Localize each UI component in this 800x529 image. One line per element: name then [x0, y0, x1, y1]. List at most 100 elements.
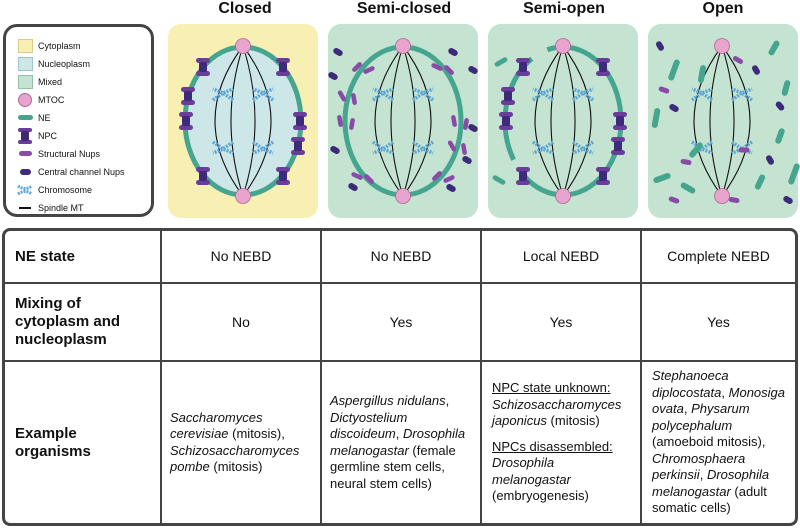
- npc: [611, 137, 625, 155]
- row-header-ne-state: NE state: [15, 247, 76, 265]
- species-name: Monosiga ovata: [652, 384, 786, 417]
- ne-fragment: [697, 65, 707, 83]
- npc: [596, 167, 610, 185]
- spindle-line-icon: [17, 200, 33, 216]
- context-text: (embryogenesis): [492, 488, 589, 504]
- legend-item-structural-nups: Structural Nups: [17, 145, 100, 162]
- nuclear-envelope: [342, 44, 464, 198]
- cell-organisms-semi-closed: Aspergillus nidulans, Dictyostelium disc…: [322, 362, 480, 523]
- chromosome-arm: [730, 87, 746, 102]
- cytoplasm-swatch-icon: [17, 38, 33, 54]
- legend-label: Nucleoplasm: [38, 58, 91, 69]
- npc: [516, 167, 530, 185]
- mtoc: [555, 38, 571, 54]
- comparison-table: NE state No NEBD No NEBD Local NEBD Comp…: [2, 228, 798, 526]
- legend-item-central-channel-nups: Central channel Nups: [17, 163, 125, 180]
- spindle-mt: [709, 45, 723, 197]
- chromosome-arm: [219, 87, 235, 102]
- legend: Cytoplasm Nucleoplasm Mixed MTOC NE NPC …: [3, 24, 154, 217]
- chromosome-arm: [579, 87, 595, 102]
- table-divider: [640, 231, 642, 523]
- central-channel-nup-pill-icon: [17, 164, 33, 180]
- legend-label: Structural Nups: [38, 148, 101, 159]
- central-channel-nup: [468, 66, 478, 74]
- legend-item-nucleoplasm: Nucleoplasm: [17, 55, 90, 72]
- chromosome-arm: [211, 140, 227, 155]
- chromosome-arm: [411, 140, 427, 155]
- species-name: Saccharomyces cerevisiae: [170, 409, 263, 442]
- chromosome-arm: [531, 87, 547, 102]
- spindle-mt: [374, 45, 404, 197]
- context-text: (amoeboid mitosis),: [652, 434, 766, 450]
- legend-item-chromosome: Chromosome: [17, 181, 92, 198]
- structural-nup: [364, 174, 374, 184]
- spindle-mt: [402, 45, 432, 197]
- chromosome-arm: [371, 140, 387, 155]
- structural-nup: [349, 118, 355, 130]
- structural-nup: [451, 115, 457, 127]
- structural-nup: [443, 175, 455, 183]
- legend-label: Chromosome: [38, 184, 93, 195]
- ne-bar-icon: [17, 110, 33, 126]
- ne-fragment: [651, 108, 661, 128]
- table-divider: [480, 231, 482, 523]
- chromosome-arm: [419, 140, 435, 155]
- cell-organisms-semi-open: NPC state unknown: Schizosaccharomyces j…: [482, 362, 640, 523]
- cell-organisms-open: Stephanoeca diplocostata, Monosiga ovata…: [642, 362, 795, 523]
- structural-nup: [351, 172, 363, 180]
- structural-nup-pill-icon: [17, 146, 33, 162]
- central-channel-nup: [752, 65, 760, 75]
- structural-nup: [431, 63, 443, 71]
- mtoc: [395, 188, 411, 204]
- mtoc: [395, 38, 411, 54]
- cell-organisms-closed: Saccharomyces cerevisiae (mitosis), Schi…: [162, 362, 320, 523]
- species-name: Drosophila melanogastar: [330, 426, 466, 458]
- context-text: (mitosis),: [228, 426, 285, 441]
- chromosome-arm: [698, 140, 714, 155]
- structural-nup: [463, 118, 469, 130]
- legend-item-ne: NE: [17, 109, 51, 126]
- central-channel-nup: [328, 72, 338, 80]
- row-header-mixing: Mixing of cytoplasm and nucleoplasm: [15, 295, 121, 348]
- npc: [293, 112, 307, 130]
- ne-fragment: [689, 142, 703, 158]
- cell-ne-state-closed: No NEBD: [210, 248, 272, 264]
- npc: [196, 167, 210, 185]
- central-channel-nup: [330, 146, 340, 154]
- structural-nup: [351, 93, 357, 105]
- chromosome-arm: [411, 87, 427, 102]
- legend-label: NPC: [38, 130, 58, 141]
- ne-fragment: [680, 182, 696, 194]
- ne-fragment: [653, 172, 671, 184]
- chromosome-arm: [251, 140, 267, 155]
- cell-mixing-semi-closed: Yes: [389, 313, 413, 330]
- context-text: ,: [683, 401, 688, 417]
- legend-item-mtoc: MTOC: [17, 91, 64, 108]
- cell-mixing-open: Yes: [707, 313, 730, 330]
- central-channel-nup: [783, 196, 793, 204]
- cell-mixing-semi-open: Yes: [549, 313, 573, 330]
- central-channel-nup: [669, 104, 679, 112]
- spindle-mt: [242, 45, 256, 197]
- structural-nup: [658, 86, 670, 94]
- central-channel-nup: [775, 101, 785, 111]
- context-text: (mitosis): [209, 459, 263, 474]
- structural-nup: [728, 196, 740, 204]
- spindle-mt: [721, 45, 751, 197]
- structural-nup: [337, 90, 347, 102]
- cell-ne-state-semi-closed: No NEBD: [370, 248, 432, 264]
- species-name: Dictyostelium discoideum: [330, 409, 408, 442]
- central-channel-nup: [462, 156, 472, 164]
- context-text: (mitosis): [546, 413, 600, 429]
- context-text: ,: [395, 426, 400, 441]
- mtoc: [235, 38, 251, 54]
- chromosome-arm: [571, 140, 587, 155]
- spindle-mt: [534, 45, 564, 197]
- species-name: Stephanoeca diplocostata: [652, 368, 729, 400]
- central-channel-nup: [348, 183, 358, 191]
- ne-fragment: [775, 128, 785, 144]
- structural-nup: [738, 147, 750, 153]
- chromosome-arm: [738, 87, 754, 102]
- context-text: (female germline stem cells, neural stem…: [330, 442, 456, 491]
- context-text: ,: [699, 467, 704, 483]
